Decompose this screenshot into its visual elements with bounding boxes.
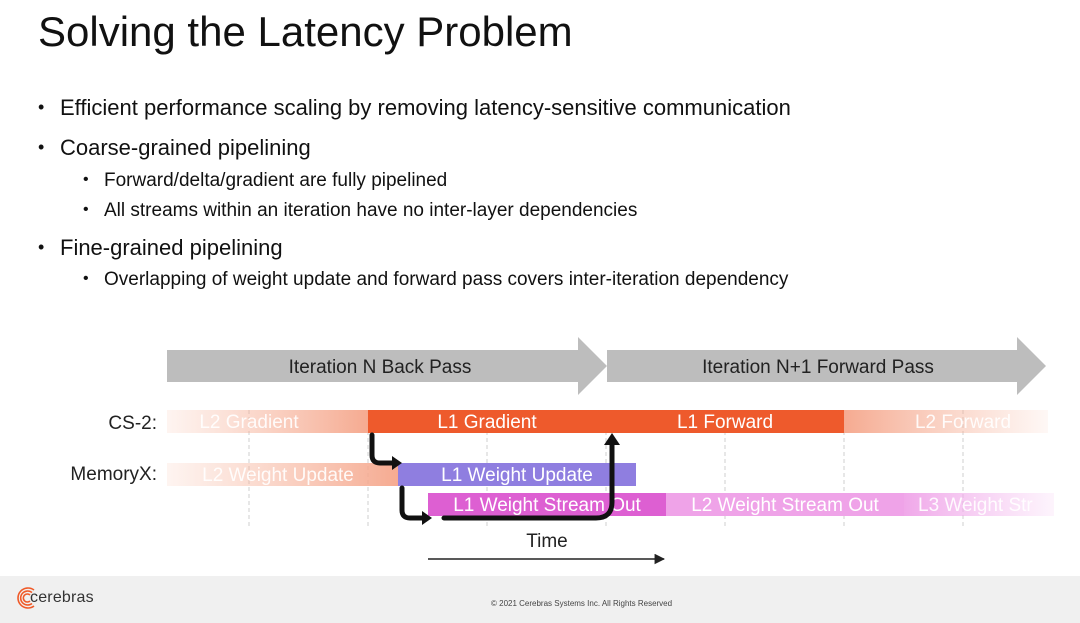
l2-gradient-block (167, 410, 368, 433)
sub-bullet-dot: • (83, 171, 89, 188)
bullet-item: Efficient performance scaling by removin… (60, 95, 791, 120)
sub-bullet-item: Overlapping of weight update and forward… (104, 269, 789, 290)
memoryx-row-label: MemoryX: (70, 464, 157, 485)
l1-forward-block (606, 410, 844, 433)
l1-weight-update-label: L1 Weight Update (441, 465, 593, 486)
gradient-to-update-arrow (369, 432, 395, 466)
bullet-dot: • (38, 97, 45, 117)
update-to-stream-arrow (399, 485, 425, 521)
sub-bullet-item: Forward/delta/gradient are fully pipelin… (104, 170, 448, 191)
bullet-dot: • (38, 237, 45, 257)
copyright-text: © 2021 Cerebras Systems Inc. All Rights … (491, 599, 673, 608)
l2-gradient-label: L2 Gradient (199, 412, 299, 433)
l2-stream-out-label: L2 Weight Stream Out (691, 495, 879, 516)
l2-forward-block (844, 410, 1048, 433)
cs2-row-label: CS-2: (108, 413, 157, 434)
l1-stream-out-label: L1 Weight Stream Out (453, 495, 641, 516)
l1-weight-update-block (398, 463, 636, 486)
bullet-item: Coarse-grained pipelining (60, 135, 311, 160)
footer-bar: cerebras © 2021 Cerebras Systems Inc. Al… (0, 576, 1080, 623)
l3-stream-out-label: L3 Weight Str (918, 495, 1033, 516)
bullet-item: Fine-grained pipelining (60, 235, 283, 260)
back-pass-arrow (167, 337, 607, 395)
sub-bullet-dot: • (83, 270, 89, 287)
l1-gradient-label: L1 Gradient (437, 412, 537, 433)
cerebras-logo-icon (17, 587, 35, 609)
l2-weight-update-block (167, 463, 398, 486)
l1-forward-label: L1 Forward (677, 412, 773, 433)
slide-title: Solving the Latency Problem (38, 8, 573, 55)
l2-stream-out-block (666, 493, 904, 516)
sub-bullet-dot: • (83, 201, 89, 218)
l1-stream-out-block (428, 493, 666, 516)
bullet-dot: • (38, 137, 45, 157)
stream-to-forward-arrow (441, 441, 615, 521)
brand-wordmark: cerebras (30, 589, 94, 606)
forward-pass-label: Iteration N+1 Forward Pass (702, 357, 934, 378)
arrowhead-icon (392, 456, 402, 470)
l2-forward-label: L2 Forward (915, 412, 1011, 433)
sub-bullet-item: All streams within an iteration have no … (104, 200, 638, 221)
l1-gradient-block (368, 410, 606, 433)
back-pass-label: Iteration N Back Pass (289, 357, 472, 378)
l2-weight-update-label: L2 Weight Update (202, 465, 354, 486)
time-axis-label: Time (526, 531, 568, 552)
arrowhead-icon (422, 511, 432, 525)
arrowhead-icon (604, 433, 620, 445)
l3-stream-out-block (904, 493, 1054, 516)
forward-pass-arrow (607, 337, 1046, 395)
pipeline-diagram: Iteration N Back Pass Iteration N+1 Forw… (70, 337, 1054, 565)
